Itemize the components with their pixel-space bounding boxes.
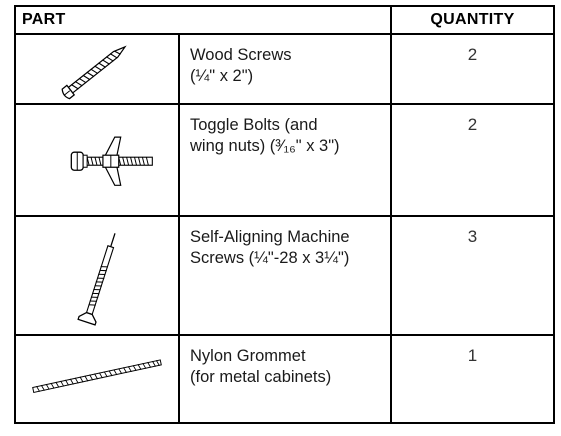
part-quantity: 1 bbox=[390, 333, 556, 425]
part-image-cell bbox=[14, 102, 180, 218]
part-size: wing nuts) (³⁄₁₆" x 3") bbox=[190, 136, 340, 155]
part-name: Toggle Bolts (and bbox=[190, 115, 318, 134]
part-name: Wood Screws bbox=[190, 46, 292, 65]
table-row: Wood Screws (¼" x 2") 2 bbox=[14, 33, 556, 105]
toggle-bolt-icon bbox=[70, 136, 153, 186]
part-quantity: 2 bbox=[390, 33, 556, 105]
part-header: PART bbox=[13, 4, 393, 36]
part-size: (for metal cabinets) bbox=[190, 367, 332, 386]
parts-table: PART QUANTITY bbox=[13, 4, 556, 425]
header-row: PART QUANTITY bbox=[13, 4, 556, 36]
part-image-cell bbox=[14, 215, 180, 336]
table-row: Self-Aligning Machine Screws (¼"-28 x 3¼… bbox=[14, 215, 556, 336]
part-description: Self-Aligning Machine Screws (¼"-28 x 3¼… bbox=[177, 215, 393, 336]
machine-screw-icon bbox=[77, 233, 116, 326]
part-description: Nylon Grommet (for metal cabinets) bbox=[177, 333, 393, 425]
part-size: Screws (¼"-28 x 3¼") bbox=[190, 249, 350, 268]
part-image-cell bbox=[14, 333, 180, 425]
part-quantity: 2 bbox=[390, 102, 556, 218]
part-description: Wood Screws (¼" x 2") bbox=[177, 33, 393, 105]
part-quantity: 3 bbox=[390, 215, 556, 336]
part-name: Nylon Grommet bbox=[190, 346, 306, 365]
table-row: Toggle Bolts (and wing nuts) (³⁄₁₆" x 3"… bbox=[14, 102, 556, 218]
part-name: Self-Aligning Machine bbox=[190, 228, 350, 247]
quantity-header: QUANTITY bbox=[390, 4, 556, 36]
part-size: (¼" x 2") bbox=[190, 67, 254, 86]
wood-screw-icon bbox=[61, 46, 127, 100]
table-row: Nylon Grommet (for metal cabinets) 1 bbox=[14, 333, 556, 425]
part-image-cell bbox=[14, 33, 180, 105]
nylon-grommet-icon bbox=[32, 358, 162, 393]
part-description: Toggle Bolts (and wing nuts) (³⁄₁₆" x 3"… bbox=[177, 102, 393, 218]
